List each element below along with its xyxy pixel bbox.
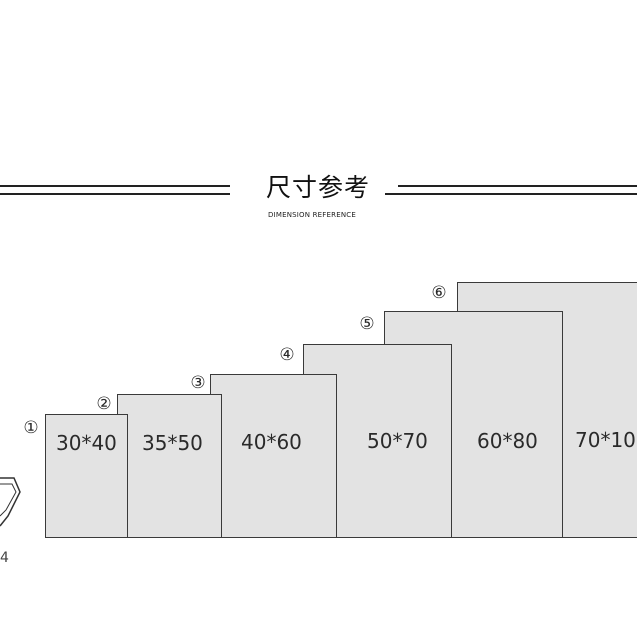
size-label-1: 30*40	[56, 431, 117, 455]
page-subtitle: DIMENSION REFERENCE	[267, 211, 356, 219]
header-line-right-top	[398, 185, 637, 187]
header-line-left-bottom	[0, 193, 230, 195]
size-number-4: ④	[279, 345, 295, 365]
size-number-2: ②	[96, 394, 112, 414]
size-label-5: 60*80	[477, 429, 538, 453]
size-number-1: ①	[23, 418, 39, 438]
size-number-3: ③	[190, 373, 206, 393]
size-number-5: ⑤	[359, 314, 375, 334]
header-line-left-top	[0, 185, 230, 187]
size-label-6: 70*10	[575, 428, 636, 452]
page-title: 尺寸参考	[265, 173, 370, 202]
fragment-digit: 4	[0, 550, 9, 566]
size-label-4: 50*70	[367, 429, 428, 453]
size-label-3: 40*60	[241, 430, 302, 454]
size-panel-1	[45, 414, 128, 538]
size-panel-2	[117, 394, 222, 538]
size-label-2: 35*50	[142, 431, 203, 455]
size-panel-3	[210, 374, 337, 538]
partial-figure-fragment	[0, 477, 21, 527]
size-number-6: ⑥	[431, 283, 447, 303]
header-line-right-bottom	[385, 193, 637, 195]
